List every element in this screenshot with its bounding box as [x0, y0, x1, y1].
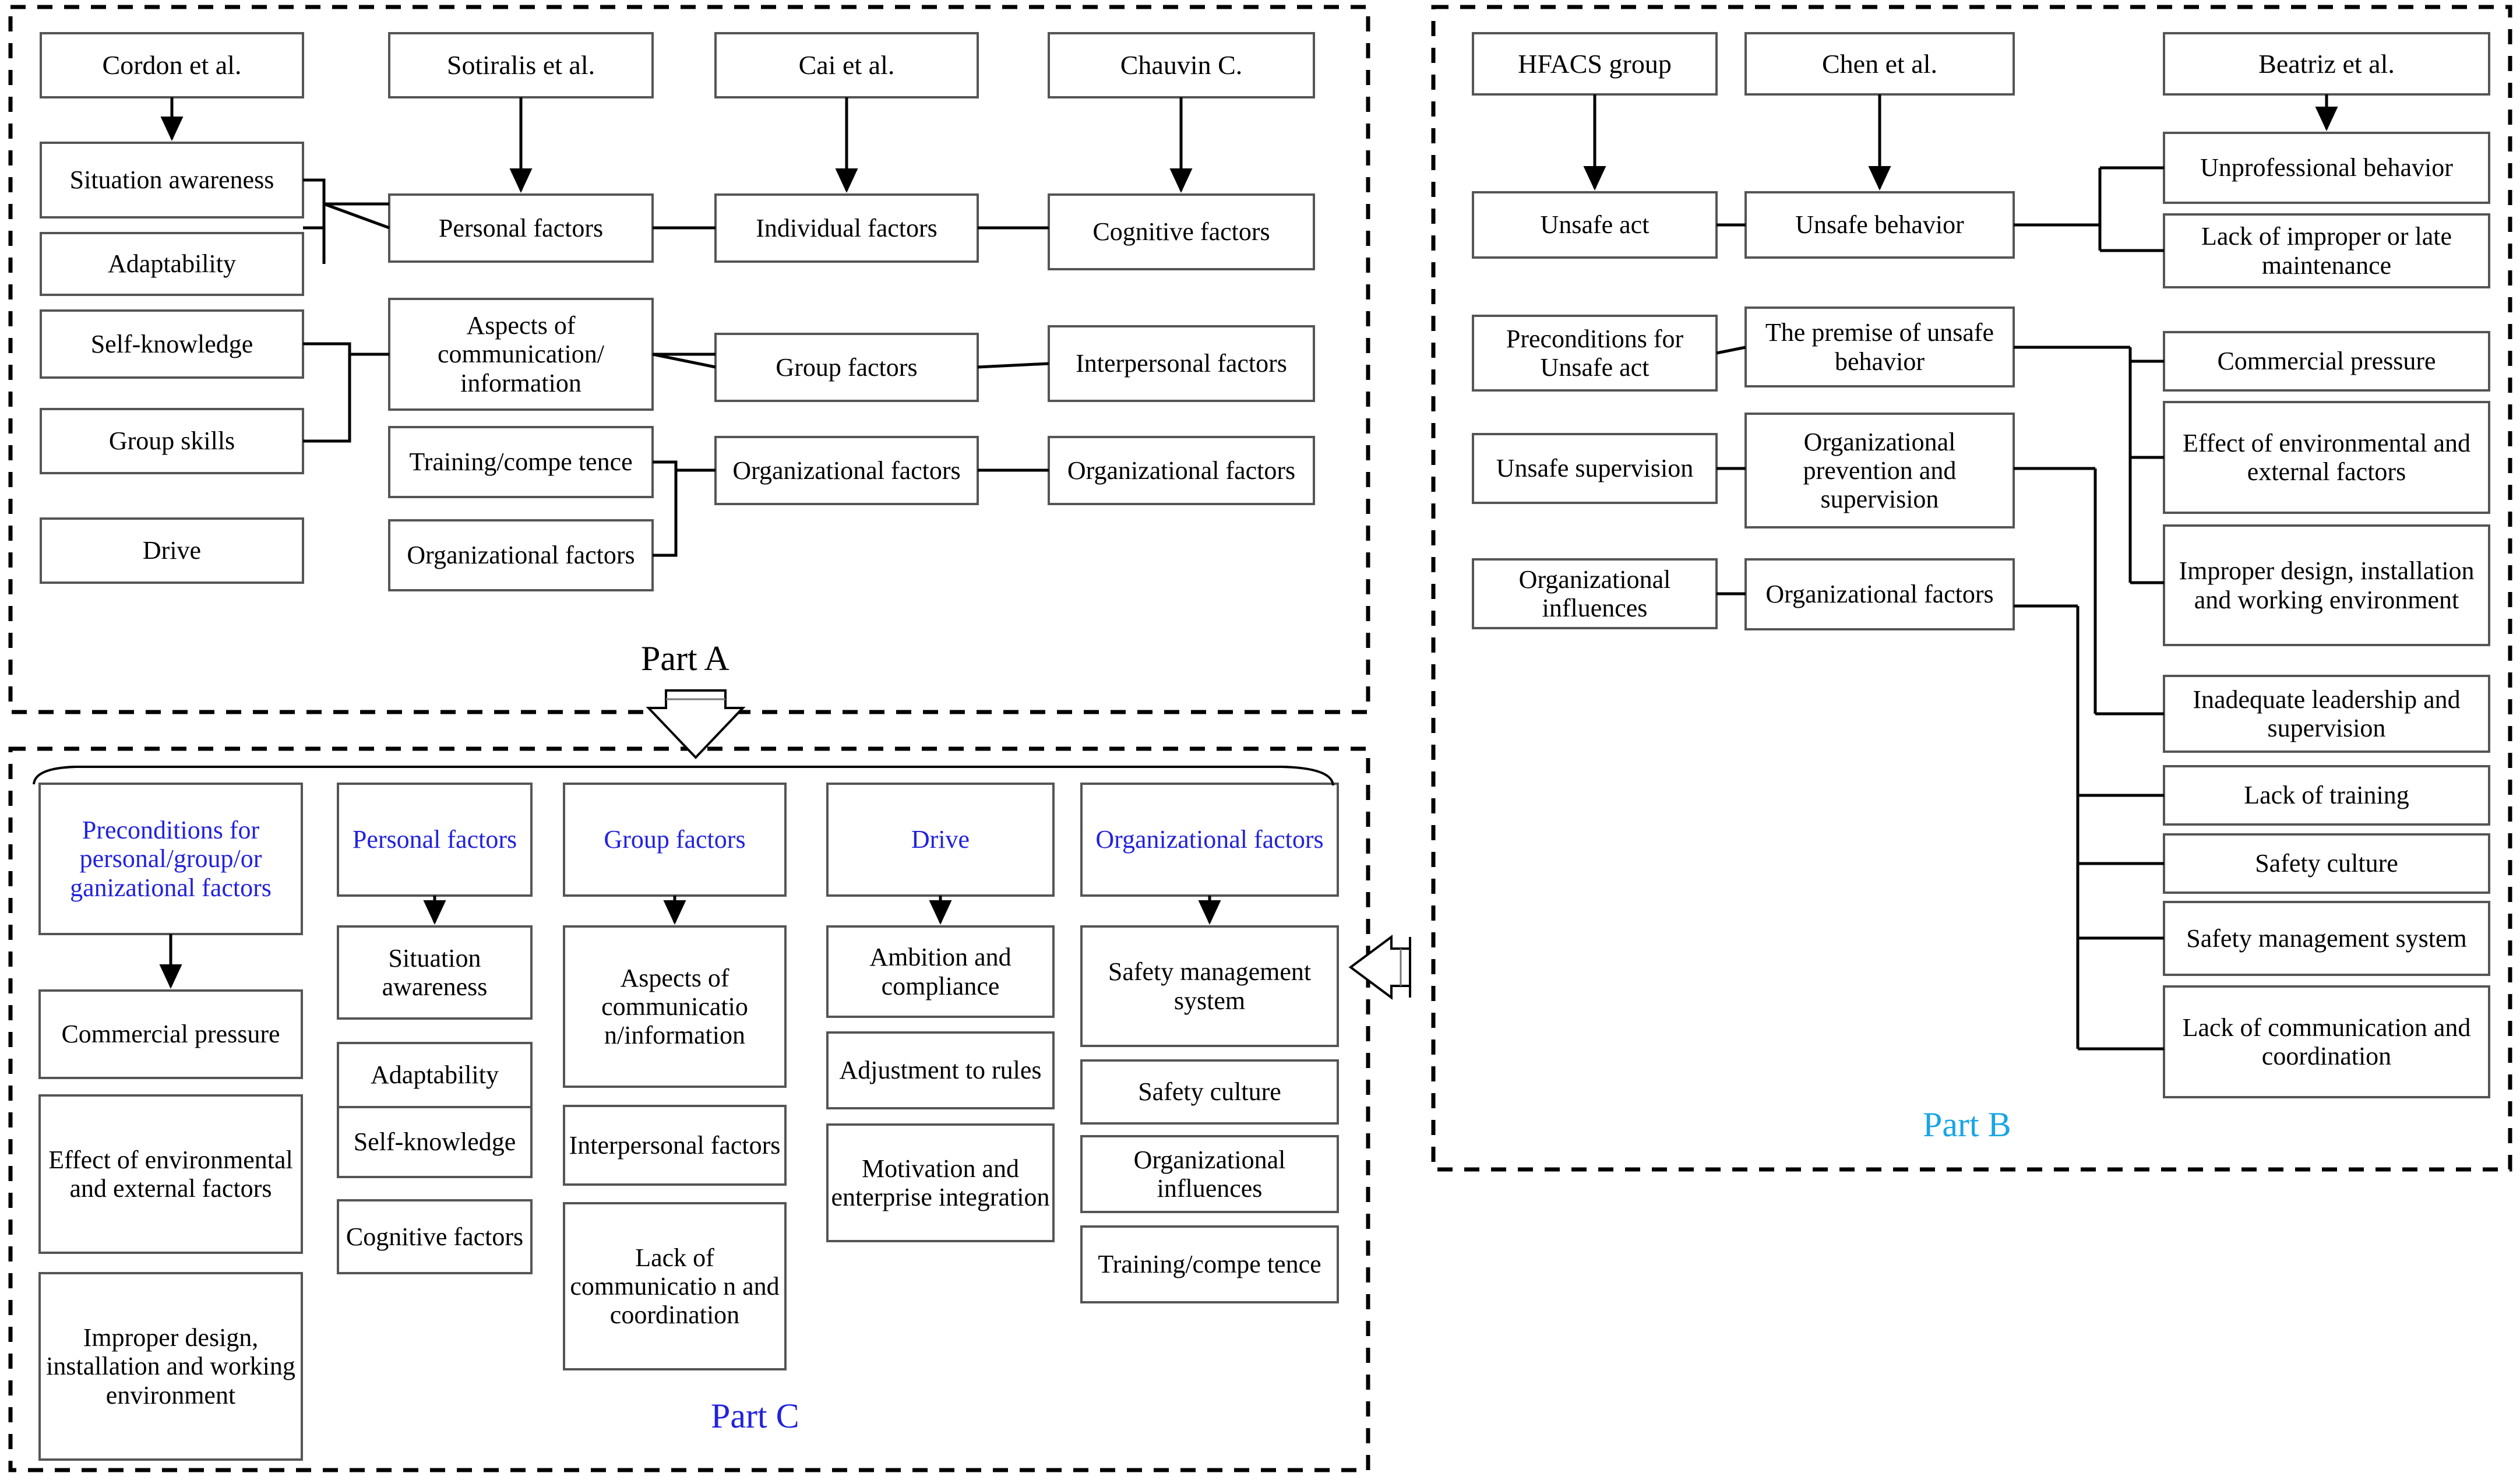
part-b-col1-item-3[interactable]: Organizational influences	[1518, 565, 1671, 622]
part-c-group-2-header[interactable]: Group factors	[604, 825, 746, 854]
part-b-col3-item-0[interactable]: Unprofessional behavior	[2200, 153, 2453, 182]
part-a-col2-item-3[interactable]: Organizational factors	[407, 541, 635, 570]
part-c-group-1-header[interactable]: Personal factors	[352, 825, 517, 854]
part-c-group-4-item-2[interactable]: Organizational influences	[1133, 1145, 1286, 1203]
part-a-col1-item-4[interactable]: Drive	[142, 536, 202, 565]
part-c-group-2-item-1[interactable]: Interpersonal factors	[569, 1130, 781, 1160]
part-b-container	[1431, 5, 2512, 1172]
part-a-col1-item-3[interactable]: Group skills	[108, 427, 235, 456]
part-a-col3-item-2[interactable]: Organizational factors	[732, 456, 961, 485]
part-a-col2-item-0[interactable]: Personal factors	[438, 213, 604, 242]
part-a-col4-item-2[interactable]: Organizational factors	[1067, 456, 1296, 485]
part-b-source-2[interactable]: Beatriz et al.	[2258, 48, 2395, 79]
part-c-group-4-item-1[interactable]: Safety culture	[1138, 1077, 1281, 1107]
part-a-col2-item-1[interactable]: Aspects of communication/ information	[438, 311, 604, 397]
part-b-col3-item-5[interactable]: Inadequate leadership and supervision	[2193, 685, 2461, 742]
part-a-source-0[interactable]: Cordon et al.	[102, 50, 242, 80]
part-b-col1-item-1[interactable]: Preconditions for Unsafe act	[1506, 324, 1684, 382]
part-a-col1-item-2[interactable]: Self-knowledge	[90, 329, 253, 358]
part-c-group-1-item-1[interactable]: Adaptability	[371, 1060, 499, 1090]
part-c-group-0-item-1[interactable]: Effect of environmental and external fac…	[48, 1145, 293, 1203]
part-b-source-1[interactable]: Chen et al.	[1822, 48, 1937, 79]
part-a-col4-item-0[interactable]: Cognitive factors	[1092, 217, 1270, 246]
part-b-col1-item-2[interactable]: Unsafe supervision	[1496, 454, 1694, 483]
part-b-col1-item-0[interactable]: Unsafe act	[1540, 210, 1650, 239]
part-c-group-1-item-0[interactable]: Situation awareness	[382, 943, 488, 1001]
part-b-label: Part B	[1923, 1105, 2011, 1144]
part-a-col1-item-0[interactable]: Situation awareness	[69, 165, 274, 195]
part-b-col2-item-2[interactable]: Organizational prevention and supervisio…	[1803, 427, 1957, 514]
part-b-col3-item-6[interactable]: Lack of training	[2244, 781, 2409, 810]
arrow-a-to-c	[646, 689, 746, 759]
part-b-col2-item-0[interactable]: Unsafe behavior	[1795, 210, 1964, 239]
part-c-group-3-header[interactable]: Drive	[911, 825, 970, 854]
part-a-col4-item-1[interactable]: Interpersonal factors	[1076, 349, 1287, 378]
part-c-group-4-item-0[interactable]: Safety management system	[1108, 957, 1312, 1015]
part-a-source-3[interactable]: Chauvin C.	[1120, 50, 1243, 80]
part-c-group-0-header[interactable]: Preconditions for personal/group/or gani…	[70, 816, 272, 902]
part-c-group-1-item-2[interactable]: Self-knowledge	[353, 1127, 516, 1157]
part-c-group-2-item-2[interactable]: Lack of communicatio n and coordination	[570, 1243, 780, 1330]
part-c-group-3-item-1[interactable]: Adjustment to rules	[839, 1056, 1042, 1085]
arrow-b-to-c	[1348, 935, 1411, 1000]
part-b-col3-item-4[interactable]: Improper design, installation and workin…	[2179, 556, 2475, 614]
part-b-col3-item-9[interactable]: Lack of communication and coordination	[2182, 1013, 2471, 1070]
part-a-source-2[interactable]: Cai et al.	[798, 50, 895, 80]
part-a-col2-item-2[interactable]: Training/compe tence	[409, 447, 633, 477]
part-a-label: Part A	[641, 639, 729, 678]
part-c-label: Part C	[711, 1397, 799, 1435]
part-b-col2-item-1[interactable]: The premise of unsafe behavior	[1765, 318, 1994, 376]
part-b-col3-item-1[interactable]: Lack of improper or late maintenance	[2201, 222, 2452, 280]
part-a-col3-item-1[interactable]: Group factors	[776, 353, 918, 382]
part-b-col2-item-3[interactable]: Organizational factors	[1765, 580, 1994, 609]
part-c-top-arc	[33, 766, 1334, 786]
part-b-col3-item-7[interactable]: Safety culture	[2255, 849, 2398, 878]
part-c-group-4-header[interactable]: Organizational factors	[1095, 825, 1324, 854]
part-c-group-3-item-0[interactable]: Ambition and compliance	[869, 943, 1011, 1000]
part-c-group-0-item-0[interactable]: Commercial pressure	[61, 1020, 280, 1049]
part-c-group-2-item-0[interactable]: Aspects of communicatio n/information	[601, 963, 748, 1050]
part-c-group-1-item-3[interactable]: Cognitive factors	[346, 1222, 524, 1251]
part-c-group-3-item-2[interactable]: Motivation and enterprise integration	[831, 1154, 1050, 1211]
part-a-source-1[interactable]: Sotiralis et al.	[446, 50, 595, 80]
part-b-col3-item-8[interactable]: Safety management system	[2186, 924, 2467, 953]
part-c-group-4-item-3[interactable]: Training/compe tence	[1098, 1250, 1321, 1279]
part-a-col1-item-1[interactable]: Adaptability	[108, 249, 236, 279]
part-b-source-0[interactable]: HFACS group	[1518, 48, 1672, 79]
part-b-col3-item-2[interactable]: Commercial pressure	[2217, 347, 2436, 376]
part-b-col3-item-3[interactable]: Effect of environmental and external fac…	[2183, 428, 2470, 486]
part-c-group-0-item-2[interactable]: Improper design, installation and workin…	[46, 1323, 295, 1409]
part-a-col3-item-0[interactable]: Individual factors	[756, 213, 937, 242]
